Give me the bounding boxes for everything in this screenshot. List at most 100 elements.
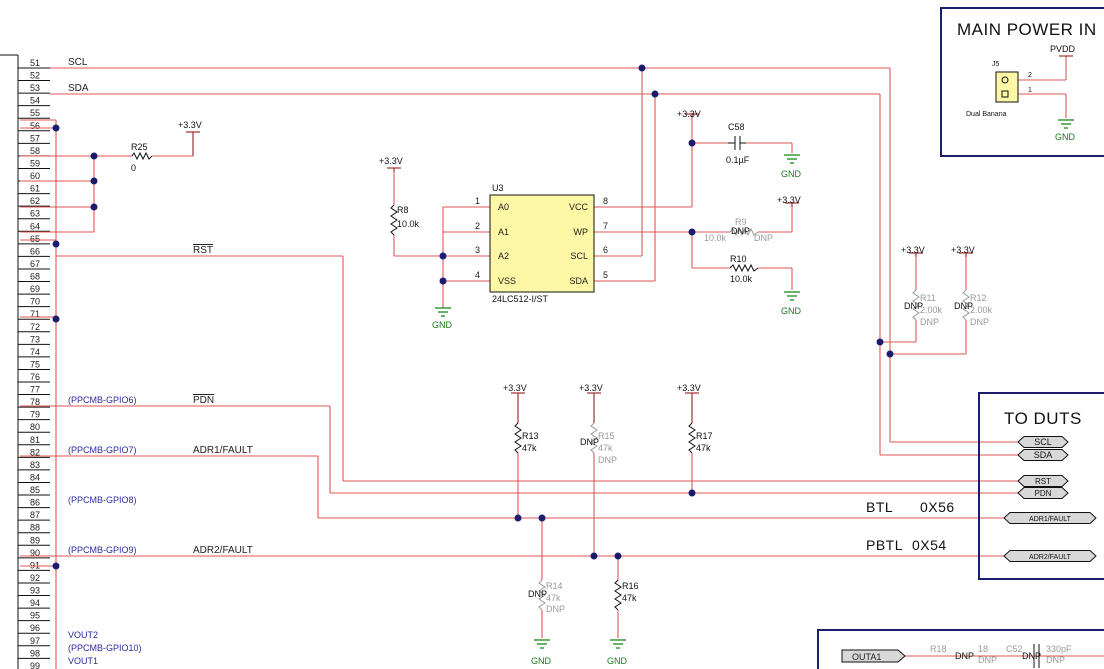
r17-power-label: +3.3V	[677, 383, 701, 393]
header-pin-90: 90	[30, 548, 40, 558]
u3-pin-wp: WP	[574, 227, 589, 237]
resistor-r11: +3.3V DNP R11 2.00k DNP	[901, 245, 943, 327]
r14-dnp-label: DNP	[546, 604, 565, 614]
r8-ref: R8	[397, 205, 409, 215]
header-pin-64: 64	[30, 221, 40, 231]
u3-pin-num-2: 2	[475, 221, 480, 231]
net-pdn-label: PDN	[193, 395, 214, 406]
header-pin-75: 75	[30, 359, 40, 369]
wires	[20, 56, 1104, 669]
u3-pin-num-1: 1	[475, 196, 480, 206]
u3-pin-a0: A0	[498, 202, 509, 212]
header-pin-76: 76	[30, 372, 40, 382]
port-label-scl: SCL	[1034, 437, 1052, 447]
port-flag-scl	[1017, 436, 1069, 448]
u3-pin-vss: VSS	[498, 276, 516, 286]
header-pin-62: 62	[30, 196, 40, 206]
r17-ref: R17	[696, 431, 713, 441]
r13-power-label: +3.3V	[503, 383, 527, 393]
btl-label: BTL	[866, 499, 893, 515]
net-rst-label: RST	[193, 245, 213, 256]
r17-value: 47k	[696, 443, 711, 453]
j5-pin2: 2	[1028, 72, 1032, 79]
j5-name: Dual Banana	[966, 111, 1007, 118]
u3-pin-sda: SDA	[569, 276, 588, 286]
port-flag-rst	[1017, 475, 1069, 487]
gpio8-label: (PPCMB-GPIO8)	[68, 495, 137, 505]
header-pin-99: 99	[30, 661, 40, 669]
header-pin-60: 60	[30, 171, 40, 181]
header-pin-51: 51	[30, 58, 40, 68]
r25-ref: R25	[131, 142, 148, 152]
r15-value: 47k	[598, 443, 613, 453]
c58-gnd-label: GND	[781, 169, 802, 179]
gnd-eeprom-label: GND	[432, 320, 453, 330]
u3-ref: U3	[492, 183, 504, 193]
header-pin-84: 84	[30, 472, 40, 482]
port-label-adr2-fault: ADR2/FAULT	[1029, 554, 1072, 561]
j5-ref: J5	[992, 61, 1000, 68]
net-adr1-label: ADR1/FAULT	[193, 445, 253, 456]
main-power-title: MAIN POWER IN	[957, 20, 1097, 39]
header-pin-58: 58	[30, 146, 40, 156]
header-pin-59: 59	[30, 158, 40, 168]
u3-pin-num-6: 6	[603, 245, 608, 255]
u3-pin-scl: SCL	[570, 251, 588, 261]
r15-power-label: +3.3V	[579, 383, 603, 393]
r8-value: 10.0k	[397, 219, 420, 229]
header-pin-55: 55	[30, 108, 40, 118]
r12-dnp-label: DNP	[970, 317, 989, 327]
r25-value: 0	[131, 163, 136, 173]
main-power-section: MAIN POWER IN J5 Dual Banana 2 1 PVDD GN…	[940, 7, 1104, 157]
r13-ref: R13	[522, 431, 539, 441]
header-connector: 5152535455565758596061626364656667686970…	[0, 54, 50, 669]
net-sda-label: SDA	[68, 83, 89, 94]
c52-value: 330pF	[1046, 644, 1072, 654]
resistor-r17: +3.3V R17 47k	[677, 383, 713, 454]
main-power-gnd-label: GND	[1055, 132, 1076, 142]
r18-dnp-marker: DNP	[955, 651, 974, 661]
r13-value: 47k	[522, 443, 537, 453]
r16-value: 47k	[622, 593, 637, 603]
r12-dnp-marker: DNP	[954, 301, 973, 311]
header-pin-71: 71	[30, 309, 40, 319]
header-pin-78: 78	[30, 397, 40, 407]
r10-gnd-label: GND	[781, 306, 802, 316]
header-pin-52: 52	[30, 71, 40, 81]
r12-power-label: +3.3V	[951, 245, 975, 255]
header-pin-73: 73	[30, 334, 40, 344]
header-pin-79: 79	[30, 410, 40, 420]
r14-ref: R14	[546, 581, 563, 591]
u3-pin-num-7: 7	[603, 221, 608, 231]
header-pin-61: 61	[30, 184, 40, 194]
r11-dnp-marker: DNP	[904, 301, 923, 311]
header-pin-80: 80	[30, 422, 40, 432]
u3-pin-vcc: VCC	[569, 202, 589, 212]
c52-dnp-marker: DNP	[1022, 651, 1041, 661]
c52-ref: C52	[1006, 644, 1023, 654]
header-pin-81: 81	[30, 435, 40, 445]
port-label-adr1-fault: ADR1/FAULT	[1029, 516, 1072, 523]
header-pin-98: 98	[30, 648, 40, 658]
r16-ref: R16	[622, 581, 639, 591]
header-pin-65: 65	[30, 234, 40, 244]
r18-ref: R18	[930, 644, 947, 654]
u3-pin-num-4: 4	[475, 270, 480, 280]
header-pin-91: 91	[30, 560, 40, 570]
r18-ref-suffix: 18	[978, 644, 988, 654]
resistor-r10: R10 10.0k GND	[729, 254, 802, 316]
header-pin-86: 86	[30, 498, 40, 508]
u3-pin-a1: A1	[498, 227, 509, 237]
header-pin-numbers: 5152535455565758596061626364656667686970…	[30, 58, 40, 669]
to-duts-title: TO DUTS	[1004, 409, 1082, 428]
r11-dnp-label: DNP	[920, 317, 939, 327]
r9-dnp-marker: DNP	[731, 226, 750, 236]
u3-pin-num-5: 5	[603, 270, 608, 280]
r9-value: 10.0k	[704, 233, 727, 243]
r18-dnp-label: DNP	[978, 655, 997, 665]
c58-ref: C58	[728, 122, 745, 132]
r15-ref: R15	[598, 431, 615, 441]
